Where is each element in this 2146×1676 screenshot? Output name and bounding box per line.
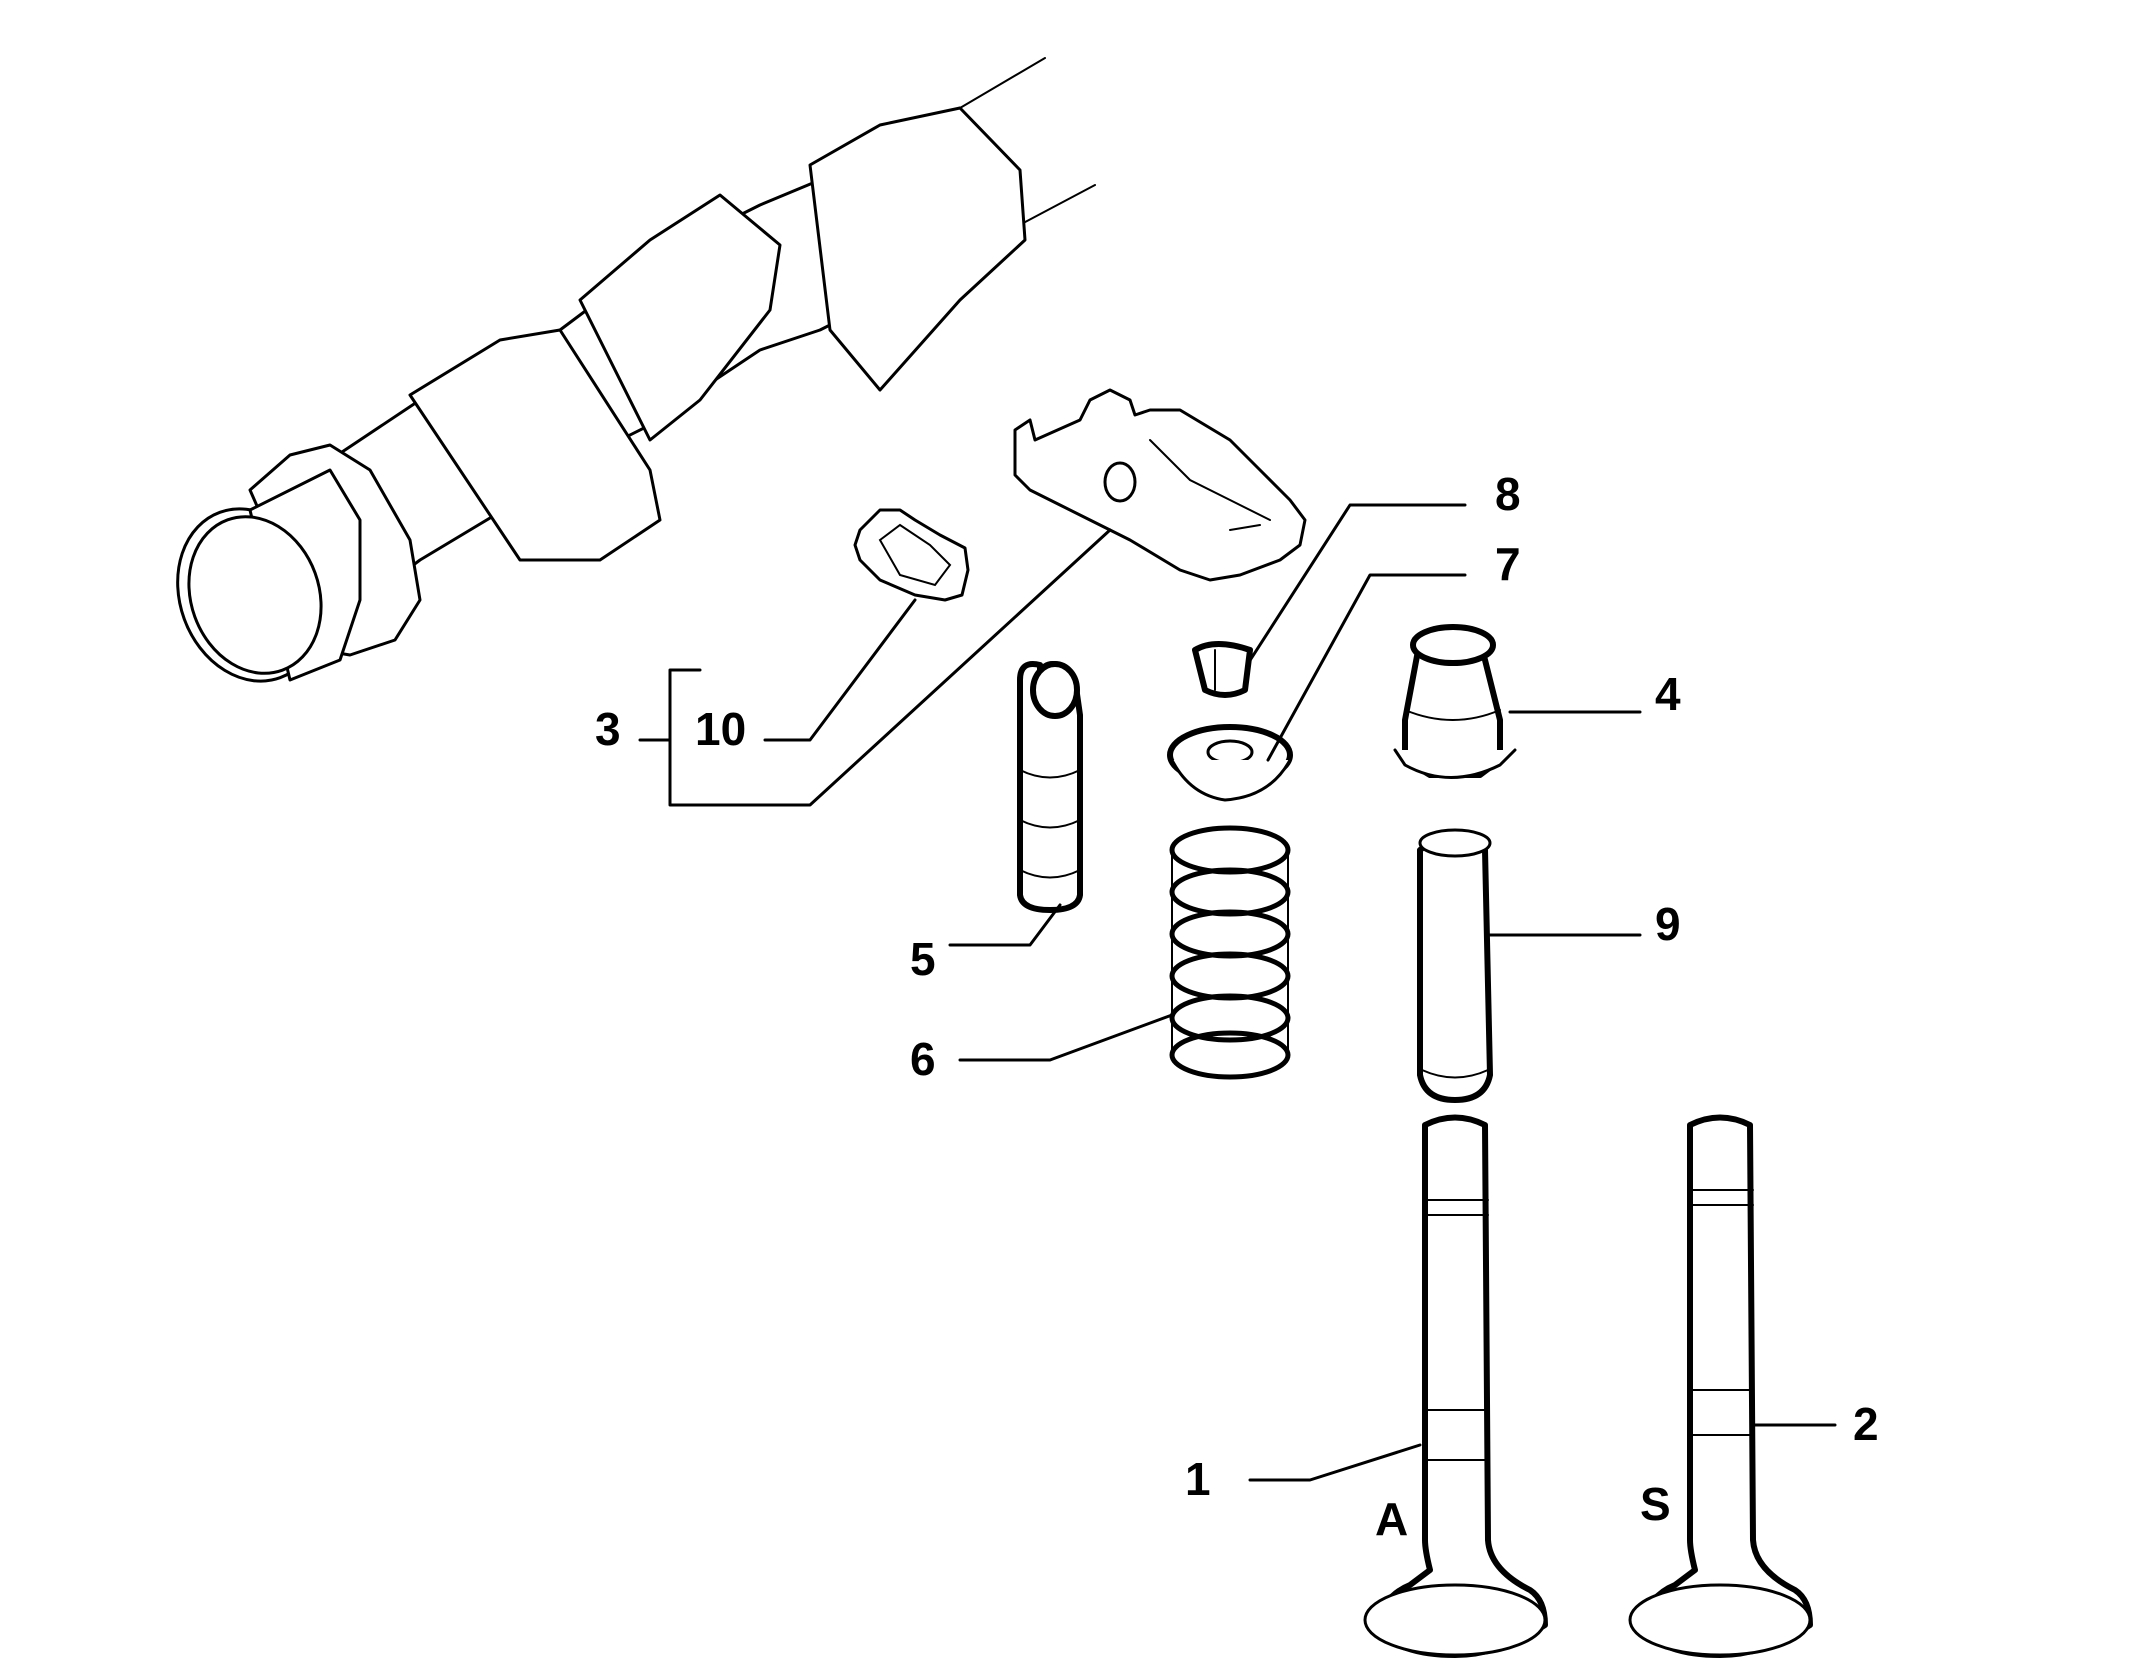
tappet-ball-head (1030, 661, 1080, 719)
retainer-hole (1206, 739, 1254, 765)
leader-lines (638, 503, 1837, 1482)
callout-10: 10 (695, 703, 746, 755)
valve-spring-profile (1171, 849, 1289, 1056)
valve-guide-top (1418, 828, 1492, 858)
exhaust-valve-grooves (1689, 1189, 1754, 1436)
leader-5 (948, 903, 1062, 947)
leader-1 (1248, 1443, 1422, 1482)
callout-4: 4 (1655, 668, 1681, 720)
spring-retainer (1167, 724, 1293, 802)
callout-2: 2 (1853, 1398, 1879, 1450)
retainer-skirt (1170, 758, 1292, 802)
rocker-arm-body (1013, 388, 1307, 582)
valve-guide-body (1417, 834, 1493, 1103)
valve-guide (1417, 828, 1493, 1103)
callout-7: 7 (1495, 538, 1521, 590)
valve-label-s: S (1640, 1478, 1671, 1530)
callouts: 1 2 3 4 5 6 7 8 9 10 A S (595, 468, 1879, 1545)
intake-valve (1363, 1114, 1548, 1658)
valve-stem-seal (1393, 624, 1517, 779)
valve-collet-body (1192, 641, 1253, 698)
tappet-grooves (1019, 769, 1081, 879)
valve-stem-seal-top (1410, 624, 1496, 666)
valve-spring (1169, 825, 1291, 1080)
callout-8: 8 (1495, 468, 1521, 520)
valve-guide-band (1421, 1069, 1489, 1079)
callout-6: 6 (910, 1033, 936, 1085)
leader-8 (1245, 503, 1467, 667)
valve-collet (1192, 641, 1253, 698)
cam-lobe-3 (808, 106, 1027, 392)
cam-lobe-1 (408, 328, 662, 562)
retaining-clip-body (853, 508, 970, 602)
bracket-3 (668, 528, 1112, 807)
valve-stem-seal-band (1404, 709, 1501, 721)
cam-lobe-2 (578, 193, 782, 442)
exhaust-valve (1628, 1114, 1813, 1658)
valve-stem-seal-flange (1393, 748, 1517, 779)
callout-3: 3 (595, 703, 621, 755)
hydraulic-tappet (1017, 661, 1083, 913)
callout-9: 9 (1655, 898, 1681, 950)
exhaust-valve-head (1628, 1583, 1812, 1657)
camshaft (176, 57, 1096, 683)
retaining-clip-window (878, 523, 952, 587)
camshaft-front-cap (187, 515, 323, 675)
rocker-arm (1013, 388, 1307, 582)
valve-label-a: A (1375, 1493, 1408, 1545)
leader-6 (958, 1013, 1174, 1062)
rocker-arm-hole (1103, 461, 1137, 503)
callout-5: 5 (910, 933, 936, 985)
intake-valve-grooves (1424, 1199, 1489, 1461)
leader-10 (763, 598, 917, 742)
rocker-arm-detail (1149, 439, 1271, 531)
intake-valve-head (1363, 1583, 1547, 1657)
callout-1: 1 (1185, 1453, 1211, 1505)
retaining-clip (853, 508, 970, 602)
intake-valve-body (1372, 1114, 1548, 1658)
leader-7 (1266, 573, 1467, 762)
exhaust-valve-body (1637, 1114, 1813, 1658)
